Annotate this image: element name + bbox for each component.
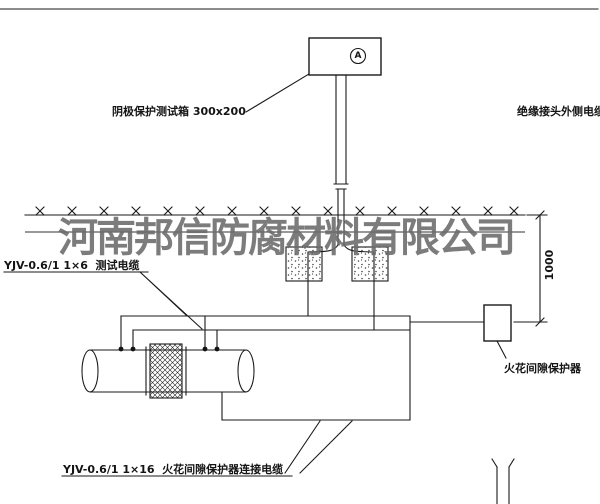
test-box: [308, 37, 382, 76]
pipe-riser-symbol: [491, 458, 515, 504]
test-box-label: 阴极保护测试箱 300x200: [112, 105, 246, 118]
cable-runs: [120, 315, 485, 421]
conduit-riser: [333, 74, 349, 246]
insulating-joint: [145, 343, 187, 399]
spark-gap-protector-label: 火花间隙保护器: [504, 362, 581, 375]
outer-joint-cable-label: 绝缘接头外侧电缆: [517, 105, 600, 118]
test-cable-drops: [307, 244, 375, 331]
company-watermark: 河南邦信防腐材料有限公司: [58, 214, 516, 261]
ammeter-letter: A: [354, 51, 362, 61]
dimension-text: 1000: [543, 249, 556, 281]
concrete-anchor-blocks: [285, 246, 389, 282]
dimension-1000: [513, 210, 548, 327]
test-cable-leader-lines: [139, 271, 203, 330]
concrete-block-left: [285, 246, 323, 282]
test-box-leader-line: [245, 73, 310, 113]
test-cable-label: YJV-0.6/1 1×6 测试电缆: [4, 259, 140, 272]
spark-gap-protector: [483, 304, 512, 342]
ammeter-circle-icon: [349, 47, 367, 65]
connection-cable-leader-lines: [284, 420, 353, 474]
connection-cable-label: YJV-0.6/1 1×16 火花间隙保护器连接电缆: [63, 463, 284, 476]
spark-gap-leader-line: [496, 340, 507, 359]
concrete-block-right: [351, 246, 389, 282]
